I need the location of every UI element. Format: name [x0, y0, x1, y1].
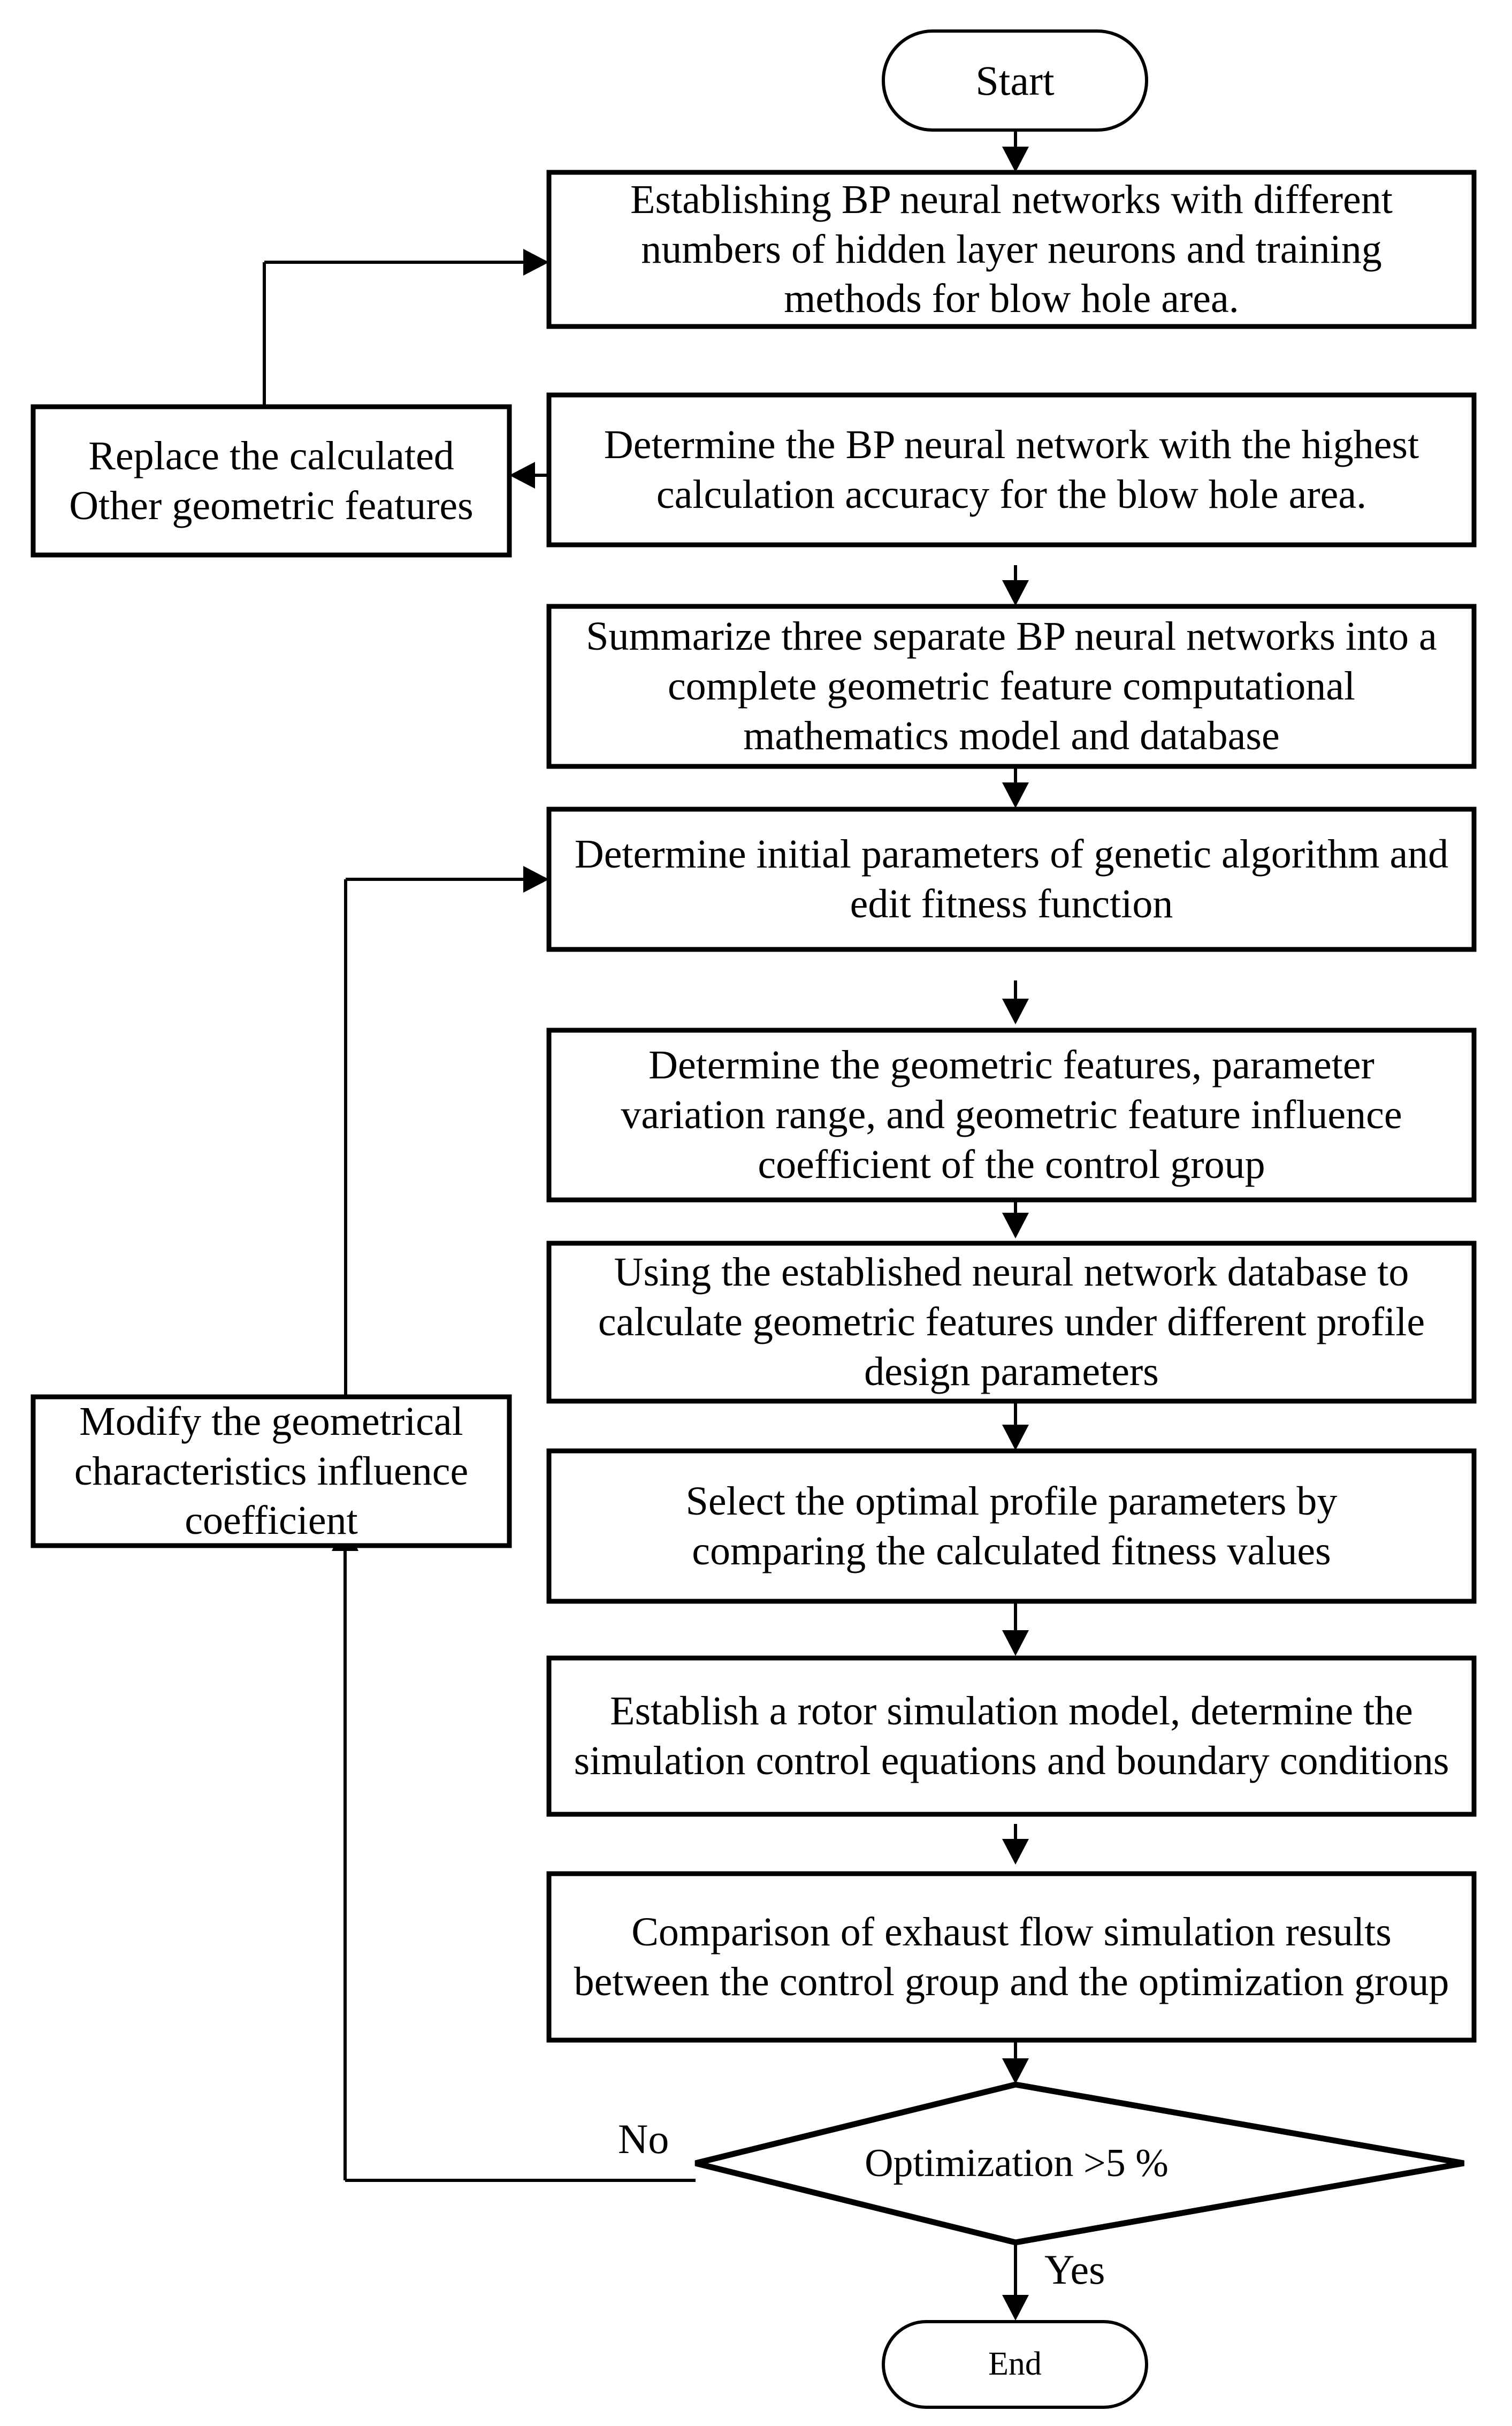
edge-step7-to-step8 [1002, 1601, 1029, 1656]
node-step7[interactable] [546, 1448, 1477, 1604]
node-step5[interactable] [546, 1028, 1477, 1203]
node-step4[interactable] [546, 807, 1477, 952]
node-start[interactable] [882, 29, 1148, 132]
edge-step2-to-step3 [1002, 565, 1029, 606]
node-step3[interactable] [546, 604, 1477, 769]
node-step1[interactable] [546, 170, 1477, 329]
node-step9[interactable] [546, 1871, 1477, 2043]
edge-step3-to-step4 [1002, 766, 1029, 808]
edge-step8-to-step9 [1002, 1824, 1029, 1865]
edge-decision-to-end [1002, 2242, 1029, 2321]
edge-step9-to-decision [1002, 2040, 1029, 2084]
edge-step2-to-replace-loop [509, 462, 549, 489]
edge-modify-loop-to-step4 [344, 866, 549, 1397]
edge-decision-to-modify-loop [332, 1523, 696, 2182]
edge-replace-loop-to-step1 [263, 249, 549, 407]
edge-step4-to-step5 [1002, 980, 1029, 1024]
node-end[interactable] [882, 2320, 1148, 2409]
node-modify-loop[interactable] [30, 1394, 512, 1548]
node-decision[interactable] [694, 2081, 1464, 2246]
node-replace-loop[interactable] [30, 404, 512, 558]
edge-step6-to-step7 [1002, 1401, 1029, 1450]
edge-start-to-step1 [1002, 130, 1029, 172]
edge-step5-to-step6 [1002, 1200, 1029, 1238]
node-step8[interactable] [546, 1655, 1477, 1817]
node-step2[interactable] [546, 392, 1477, 547]
node-step6[interactable] [546, 1241, 1477, 1404]
